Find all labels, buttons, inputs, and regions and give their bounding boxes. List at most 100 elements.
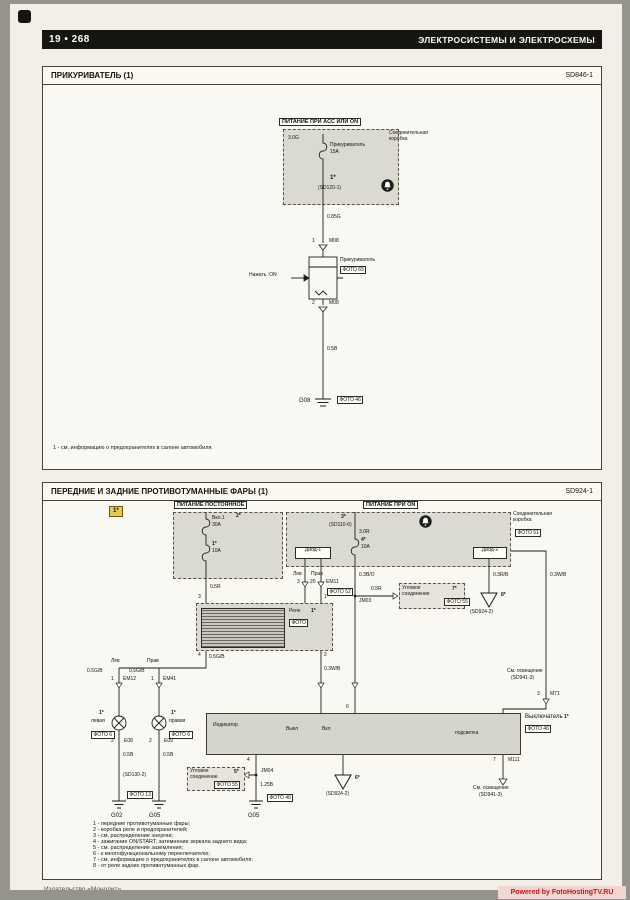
panel2-footnotes: 1 - передние противотуманные фары; 2 - к… [93, 821, 253, 869]
diagram-panel-lighter: ПРИКУРИВАТЕЛЬ (1) SD846-1 ПИТАНИЕ ПРИ AC… [42, 66, 602, 470]
photo-ref: ФОТО 55 [214, 781, 241, 789]
wire-label: 0.5R [210, 584, 221, 590]
pin-label: 2 [111, 738, 114, 744]
ground-symbol [112, 800, 126, 809]
indicator-label: Индикатор [213, 722, 238, 728]
panel1-title: ПРИКУРИВАТЕЛЬ (1) [51, 71, 134, 80]
ground-label: G05 [248, 813, 260, 819]
ref-mark: 7* [452, 586, 457, 592]
panel2-code: SD924-1 [565, 488, 593, 495]
pin-label: 3 [537, 691, 540, 697]
pin-label: 1 [324, 594, 327, 600]
switch-name: Выключатель [525, 714, 563, 720]
fuse-box-area [173, 512, 283, 579]
relay-body [201, 608, 285, 648]
power-on-label: ПИТАНИЕ ПРИ ON [363, 501, 419, 509]
footnote: 4 - зажигание ON/START, затемнение зерка… [93, 839, 248, 846]
pin-label: 4 [247, 757, 250, 763]
lighter-symbol [308, 256, 338, 300]
photo-ref: ФОТО [289, 619, 309, 627]
joint-label: JM04 [261, 768, 274, 774]
ref-mark: 1* [212, 541, 217, 547]
pin-label: 3 [297, 579, 300, 585]
pin-label: 6 [346, 704, 349, 710]
panel1-header: ПРИКУРИВАТЕЛЬ (1) SD846-1 [43, 67, 601, 85]
lamp-name: правая [169, 718, 186, 724]
photo-ref: ФОТО 46 [267, 794, 294, 802]
connector-label: EM11 [326, 579, 339, 585]
fuse-name: Вкл.1 [212, 515, 225, 521]
ref-code: (SD130-2) [123, 772, 147, 778]
pin-label: 1 [111, 676, 114, 682]
offpage-triangle-8 [480, 592, 498, 609]
diode2: Диод-2 [473, 547, 507, 559]
corner-joint-box: Угловое соединение 7* ФОТО 55 [399, 583, 471, 609]
illumination-wire [502, 550, 547, 713]
footnote: 5 - см. распределение заземления; [93, 845, 184, 852]
junction-dot [254, 773, 258, 777]
ref-mark: 2* [236, 513, 241, 519]
switch-on-label: Вкл [322, 726, 331, 732]
pin-label: 1 [151, 676, 154, 682]
junction-box-label: Соединительная коробка [513, 511, 552, 523]
footnote: 1 - передние противотуманные фары; [93, 821, 191, 827]
photo-ref: ФОТО 6 [91, 731, 115, 739]
corner-joint-label: Угловое соединение [190, 768, 218, 780]
ground-symbol [152, 800, 166, 809]
fuse-rating: 30A [212, 522, 221, 528]
fuse-rating: 10A [212, 548, 221, 554]
wire-label: 0.5B [163, 752, 174, 758]
connector-label: M08 [329, 300, 339, 306]
wire-label: 3.0G [288, 135, 299, 141]
ref-mark: 5* [234, 769, 239, 775]
ground-label: G08 [299, 398, 311, 404]
watermark: Powered by FotoHostingTV.RU [498, 886, 626, 899]
corner-joint-box: Угловое соединение 5* ФОТО 55 [187, 767, 245, 791]
chapter-title: ЭЛЕКТРОСИСТЕМЫ И ЭЛЕКТРОСХЕМЫ [418, 34, 595, 45]
footnote: 2 - коробка реле и предохранителей; [93, 827, 188, 834]
wire-label: 0.85G [327, 214, 341, 220]
offpage-triangle-6 [334, 774, 352, 791]
pin-label: 2 [312, 300, 315, 306]
fog-lamp-left [111, 715, 127, 731]
connector-mark [115, 682, 123, 689]
diode1: Диод-1 [295, 547, 331, 559]
connector-mark [301, 581, 309, 588]
relay-label: Реле [289, 608, 301, 614]
lamp-name: левая [91, 718, 105, 724]
wire-label: 0.5B [327, 346, 338, 352]
press-arrow-head [303, 274, 310, 282]
side-label: Лев [293, 571, 302, 577]
ref-mark: 8* [501, 592, 506, 598]
connector-label: EM41 [163, 676, 177, 682]
connector-mark [318, 244, 328, 251]
page-number: 19 • 268 [49, 34, 90, 45]
footnote: 3 - см. распределение энергии; [93, 833, 174, 840]
power-source-label: ПИТАНИЕ ПРИ ACC ИЛИ ON [279, 118, 362, 126]
wire-label: 0.5G/B [209, 654, 225, 660]
photo-ref: ФОТО 65 [340, 266, 367, 274]
action-label: Нажать :ON [249, 272, 277, 278]
connector-label: E09 [164, 738, 173, 744]
pin-label: 20 [310, 579, 316, 585]
fuse-rating: 10A [361, 544, 370, 550]
wire-label: 3.0R [359, 529, 370, 535]
pin-label: 7 [493, 757, 496, 763]
ref-mark: 1* [171, 710, 176, 716]
connector-mark [317, 682, 325, 689]
photo-ref: ФОТО 6 [169, 731, 193, 739]
see-note: См. освещение [473, 785, 509, 791]
fog-lamp-right [151, 715, 167, 731]
wire-label: 0.5G/B [87, 668, 103, 674]
backlight-label: подсветка [455, 730, 479, 736]
wire-label: 0.5G/B [129, 668, 145, 674]
see-note-code: (SD941-3) [479, 792, 503, 798]
panel1-code: SD846-1 [565, 72, 593, 79]
page-header: 19 • 268 ЭЛЕКТРОСИСТЕМЫ И ЭЛЕКТРОСХЕМЫ [42, 30, 602, 49]
corner-joint-label: Угловое соединение [402, 585, 430, 597]
connector-label: E08 [124, 738, 133, 744]
connector-mark [351, 682, 359, 689]
switch-box [206, 713, 521, 755]
ref-mark: 1* [330, 175, 336, 181]
ref-mark: 1* [564, 714, 569, 720]
